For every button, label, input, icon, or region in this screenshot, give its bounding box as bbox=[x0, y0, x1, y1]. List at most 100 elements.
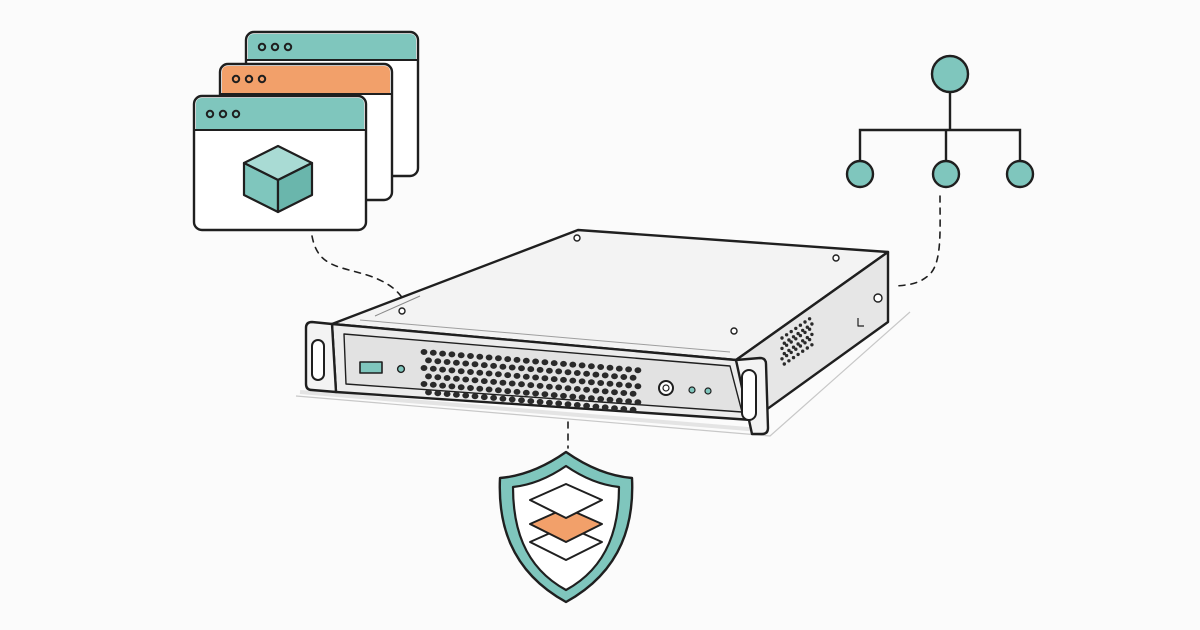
vent-hole bbox=[810, 322, 814, 326]
vent-hole bbox=[798, 323, 803, 327]
vent-hole bbox=[439, 350, 446, 357]
vent-hole bbox=[807, 337, 812, 342]
vent-hole bbox=[629, 374, 637, 381]
vent-hole bbox=[522, 389, 530, 396]
vent-hole bbox=[490, 394, 497, 401]
vent-hole bbox=[583, 370, 590, 377]
vent-hole bbox=[810, 343, 814, 347]
vent-hole bbox=[467, 353, 474, 359]
vent-hole bbox=[796, 342, 800, 346]
vent-hole bbox=[569, 361, 577, 368]
network-root-node bbox=[930, 54, 970, 94]
vent-hole bbox=[490, 362, 497, 369]
vent-hole bbox=[787, 338, 791, 342]
vent-hole bbox=[583, 386, 590, 393]
vent-hole bbox=[471, 361, 479, 368]
vent-hole bbox=[429, 365, 437, 372]
vent-hole bbox=[518, 381, 525, 388]
vent-hole bbox=[420, 381, 428, 387]
vent-hole bbox=[803, 320, 807, 324]
stacked-browser-windows-icon bbox=[192, 30, 420, 232]
vent-hole bbox=[807, 327, 812, 331]
vent-hole bbox=[495, 355, 502, 362]
vent-hole bbox=[462, 360, 470, 367]
vent-hole bbox=[564, 369, 572, 376]
vent-hole bbox=[546, 367, 553, 374]
vent-hole bbox=[791, 355, 796, 360]
vent-hole bbox=[634, 383, 642, 390]
vent-hole bbox=[592, 387, 600, 394]
server-indicator-led-1 bbox=[688, 386, 696, 394]
vent-hole bbox=[784, 353, 789, 358]
vent-hole bbox=[453, 391, 460, 398]
vent-hole bbox=[606, 364, 614, 371]
vent-hole bbox=[480, 362, 488, 369]
vent-hole bbox=[564, 385, 572, 392]
vent-hole bbox=[476, 385, 484, 392]
server-front-vent bbox=[420, 349, 642, 413]
vent-hole bbox=[791, 335, 796, 339]
vent-hole bbox=[597, 364, 605, 370]
vent-hole bbox=[597, 396, 605, 402]
vent-hole bbox=[573, 386, 581, 392]
vent-hole bbox=[634, 399, 642, 406]
vent-hole bbox=[615, 381, 623, 388]
vent-hole bbox=[546, 399, 553, 406]
vent-hole bbox=[504, 372, 512, 379]
vent-hole bbox=[485, 354, 493, 361]
vent-hole bbox=[798, 344, 803, 348]
rack-ear-left bbox=[304, 320, 338, 394]
vent-hole bbox=[508, 380, 516, 387]
vent-hole bbox=[578, 378, 586, 385]
vent-hole bbox=[573, 370, 581, 376]
vent-hole bbox=[485, 370, 493, 377]
vent-hole bbox=[550, 360, 558, 367]
vent-hole bbox=[546, 383, 553, 390]
vent-hole bbox=[541, 375, 549, 382]
vent-hole bbox=[434, 390, 442, 397]
vent-hole bbox=[573, 402, 581, 408]
vent-hole bbox=[495, 387, 502, 394]
vent-hole bbox=[480, 394, 488, 401]
layer-middle bbox=[529, 507, 603, 543]
vent-hole bbox=[532, 374, 539, 381]
vent-hole bbox=[796, 352, 800, 357]
vent-hole bbox=[606, 396, 614, 403]
vent-hole bbox=[425, 357, 432, 364]
connector-network-to-server bbox=[895, 195, 941, 287]
network-child-node-right bbox=[1005, 159, 1035, 189]
vent-hole bbox=[780, 336, 784, 340]
vent-hole bbox=[560, 360, 567, 367]
vent-hole bbox=[527, 398, 535, 405]
cube-icon bbox=[242, 144, 314, 214]
vent-hole bbox=[439, 382, 446, 389]
vent-hole bbox=[536, 382, 544, 389]
vent-hole bbox=[480, 378, 488, 385]
vent-hole bbox=[420, 349, 428, 355]
vent-hole bbox=[601, 388, 609, 395]
vent-hole bbox=[807, 317, 812, 321]
vent-hole bbox=[448, 351, 456, 358]
server-indicator-led-2 bbox=[704, 387, 712, 395]
vent-hole bbox=[620, 390, 628, 396]
rack-ear-right bbox=[734, 356, 770, 436]
vent-hole bbox=[780, 357, 784, 361]
vent-hole bbox=[457, 368, 465, 375]
vent-hole bbox=[629, 390, 637, 397]
vent-hole bbox=[443, 391, 451, 397]
vent-hole bbox=[462, 376, 470, 383]
vent-hole bbox=[555, 400, 563, 407]
vent-hole bbox=[782, 362, 786, 366]
vent-hole bbox=[794, 326, 798, 331]
vent-hole bbox=[805, 325, 809, 329]
vent-hole bbox=[611, 389, 618, 396]
vent-hole bbox=[425, 389, 432, 396]
vent-hole bbox=[588, 379, 595, 386]
vent-hole bbox=[787, 359, 791, 363]
vent-hole bbox=[513, 372, 521, 379]
vent-hole bbox=[448, 383, 456, 390]
vent-hole bbox=[499, 379, 507, 386]
vent-hole bbox=[787, 348, 791, 353]
vent-hole bbox=[476, 369, 484, 376]
vent-hole bbox=[476, 353, 484, 360]
